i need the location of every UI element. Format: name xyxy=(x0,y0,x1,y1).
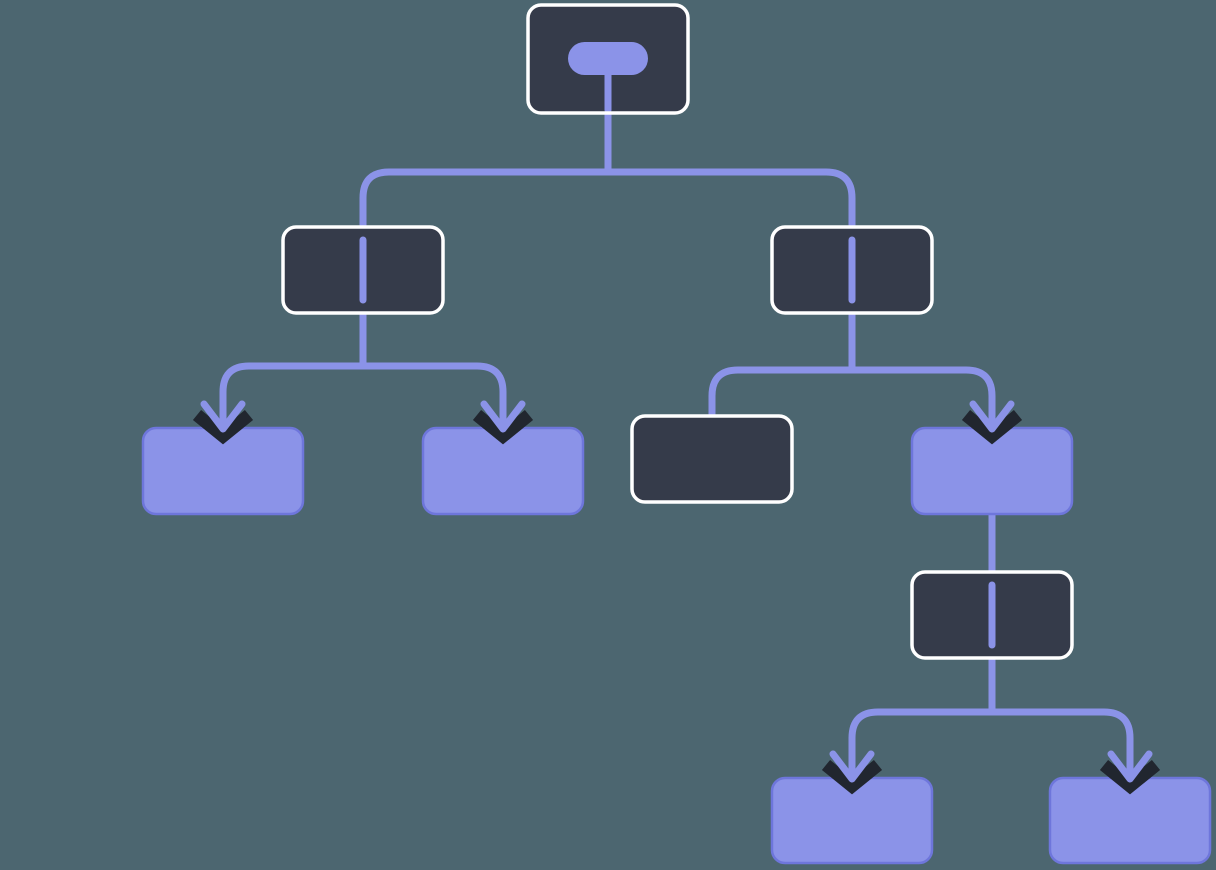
dark-node-borders xyxy=(281,3,1074,660)
root-pill-icon xyxy=(568,42,648,75)
node-branch-right-border xyxy=(770,225,934,315)
connector-branch-right-to-children xyxy=(708,366,996,430)
connector-branch-left-to-leaves xyxy=(219,362,507,430)
node-right-dark-border xyxy=(630,414,794,504)
node-right-dark[interactable] xyxy=(632,416,792,502)
connector-branch-bottom-to-leaves xyxy=(848,708,1134,780)
node-root-border xyxy=(526,3,690,115)
dark-node-fills xyxy=(283,5,1072,658)
node-branch-left-border xyxy=(281,225,445,315)
connectors xyxy=(219,106,1134,780)
connector-root-to-branches xyxy=(359,168,856,234)
node-branch-bottom-border xyxy=(910,570,1074,660)
node-decorations xyxy=(359,42,996,649)
